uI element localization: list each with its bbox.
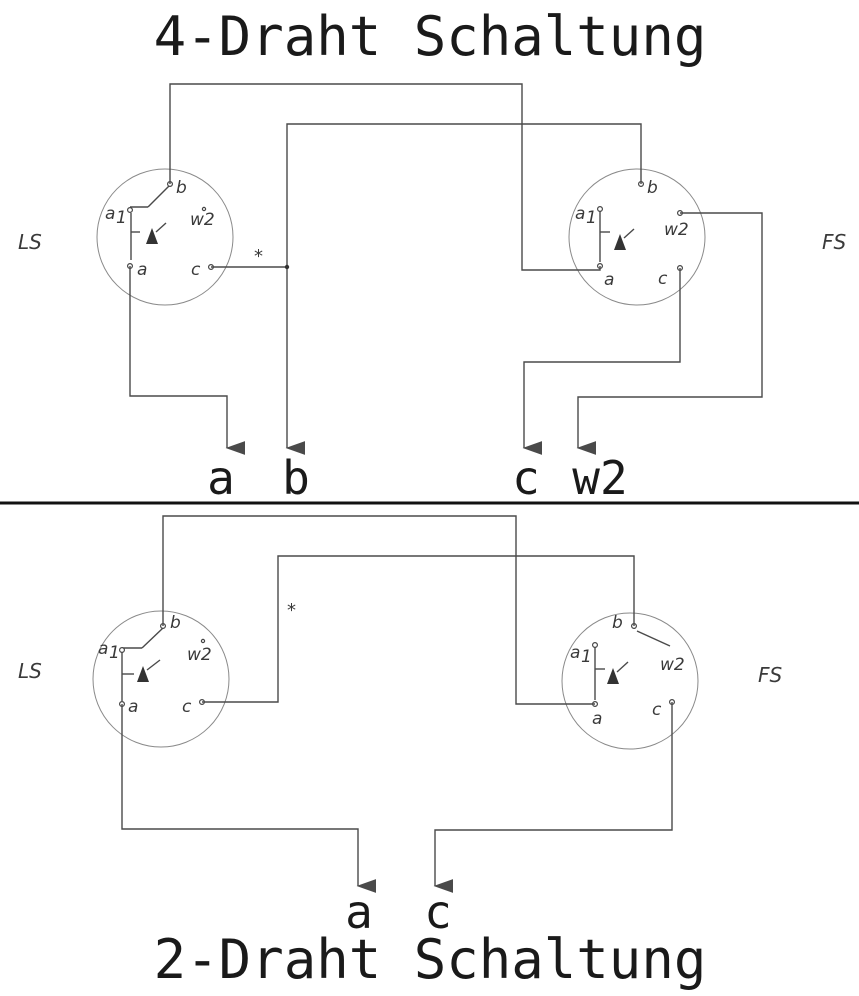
bottom-ls-pin-c: c <box>182 697 192 717</box>
top-fs-pin-w2: w2 <box>664 220 689 240</box>
top-fs-pin-b: b <box>647 178 658 198</box>
top-fs-connector: b a 1 a w2 c <box>568 168 706 306</box>
top-star-mark: * <box>254 246 263 267</box>
top-ls-pin-a: a <box>137 260 147 280</box>
bottom-fs-pin-b: b <box>612 613 623 633</box>
bottom-left-unit-label: LS <box>18 659 42 683</box>
top-left-unit-label: LS <box>18 230 42 254</box>
bottom-ls-pin-a1-sub: 1 <box>109 643 120 663</box>
top-fs-pin-a: a <box>604 270 614 290</box>
bottom-fs-pin-a1-sub: 1 <box>581 647 592 667</box>
bottom-ls-pin-a1: a <box>98 639 108 659</box>
top-ls-pin-a1-sub: 1 <box>116 208 127 228</box>
top-terminal-w2: w2 <box>572 451 627 505</box>
bottom-fs-pin-a1: a <box>570 643 580 663</box>
bottom-terminal-a: a <box>345 885 373 939</box>
bottom-fs-pin-a: a <box>592 709 602 729</box>
top-ls-pin-c: c <box>191 260 201 280</box>
top-title: 4-Draht Schaltung <box>154 5 707 68</box>
bottom-title: 2-Draht Schaltung <box>154 928 707 991</box>
bottom-wires <box>121 515 673 893</box>
top-fs-pin-c: c <box>658 269 668 289</box>
bottom-fs-pin-c: c <box>652 700 662 720</box>
top-ls-pin-a1: a <box>105 204 115 224</box>
bottom-ls-pin-a: a <box>128 697 138 717</box>
top-wires <box>129 83 763 455</box>
top-terminal-c: c <box>512 451 540 505</box>
top-fs-pin-a1-sub: 1 <box>586 208 597 228</box>
bottom-ls-pin-w2: w2 <box>187 645 212 665</box>
top-fs-pin-a1: a <box>575 204 585 224</box>
top-ls-pin-b: b <box>176 178 187 198</box>
top-right-unit-label: FS <box>822 230 847 254</box>
bottom-ls-connector: b a 1 a w2 c <box>92 610 230 748</box>
bottom-right-unit-label: FS <box>758 663 783 687</box>
top-terminal-b: b <box>282 451 310 505</box>
bottom-terminal-c: c <box>424 885 452 939</box>
top-terminal-a: a <box>207 451 235 505</box>
bottom-fs-pin-w2: w2 <box>660 655 685 675</box>
bottom-star-mark: * <box>287 600 296 621</box>
top-ls-pin-w2: w2 <box>190 210 215 230</box>
top-ls-connector: b a 1 a w2 c <box>96 168 234 306</box>
bottom-ls-pin-b: b <box>170 613 181 633</box>
bottom-fs-connector: b a 1 a w2 c <box>561 612 699 750</box>
